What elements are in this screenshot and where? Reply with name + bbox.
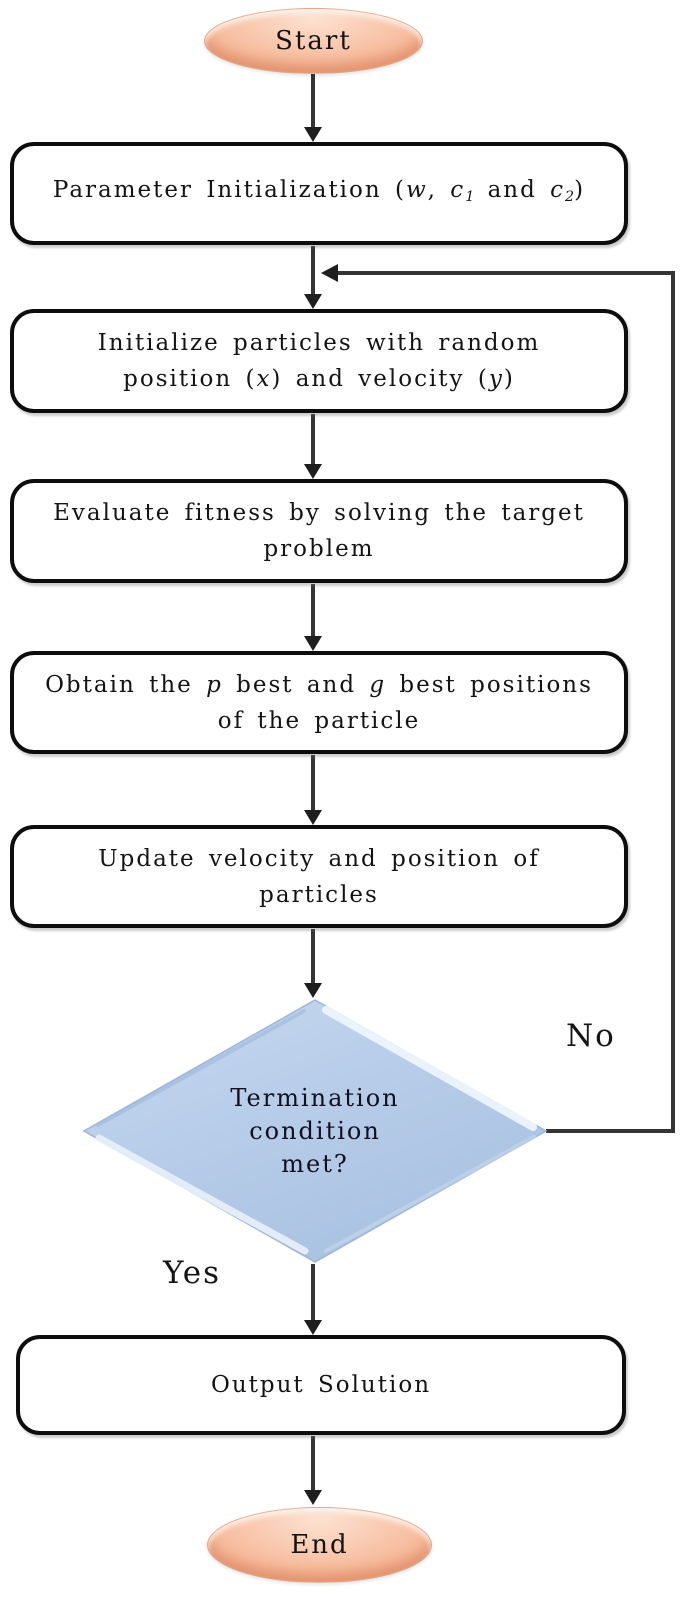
node-evaluate-fitness: Evaluate fitness by solving the target p…: [10, 479, 628, 583]
label-fragment: ): [574, 177, 586, 203]
node-obtain-best-line2: of the particle: [217, 707, 421, 734]
arrowhead-output: [304, 1320, 322, 1335]
node-start-label: Start: [275, 26, 352, 56]
node-end-label: End: [290, 1530, 349, 1560]
arrowhead-param-init: [304, 127, 322, 142]
decision-diamond-shape: [82, 999, 548, 1263]
label-fragment: position (: [123, 366, 257, 392]
node-evaluate-fitness-line2: problem: [263, 536, 375, 562]
label-fragment: ,: [427, 177, 451, 203]
arrowhead-loopback-left: [321, 264, 338, 282]
node-initialize-particles-line2: position (x) and velocity (y): [14, 361, 624, 397]
node-obtain-best-positions: Obtain the p best and g best positions o…: [10, 651, 628, 754]
diamond-bevel-top-right: [322, 1006, 537, 1131]
node-evaluate-fitness-line1: Evaluate fitness by solving the target: [53, 500, 585, 526]
node-initialize-particles-line1: Initialize particles with random: [97, 330, 541, 356]
diamond-bevel-bottom-left: [95, 1134, 309, 1255]
label-fragment-c1: c: [450, 177, 466, 203]
node-termination-decision-label: Termination condition met?: [82, 998, 548, 1264]
edge-label-no: No: [566, 1018, 616, 1054]
node-initialize-particles: Initialize particles with random positio…: [10, 309, 628, 413]
decision-line2: condition: [249, 1116, 381, 1145]
label-fragment-g: g: [369, 671, 387, 698]
diamond-bevel-top-left: [96, 1009, 306, 1127]
label-fragment-p: p: [206, 671, 223, 698]
node-update-velocity-line2: particles: [259, 881, 379, 908]
decision-line1: Termination: [230, 1083, 400, 1112]
arrowhead-init-particles: [304, 294, 322, 309]
node-update-velocity-line1: Update velocity and position of: [98, 845, 540, 872]
node-start: Start: [204, 8, 423, 74]
node-parameter-initialization: Parameter Initialization (w, c1 and c2): [10, 142, 628, 245]
label-fragment-y: y: [488, 366, 504, 392]
node-obtain-best-line1: Obtain the p best and g best positions: [14, 667, 624, 703]
arrowhead-update: [304, 810, 322, 825]
node-update-velocity: Update velocity and position of particle…: [10, 825, 628, 928]
edge-label-yes: Yes: [163, 1255, 222, 1291]
node-output-solution-label: Output Solution: [210, 1372, 432, 1398]
label-fragment-x: x: [256, 366, 272, 392]
label-fragment: ): [503, 366, 515, 392]
label-fragment: best positions: [386, 671, 593, 698]
arrowhead-obtain-best: [304, 636, 322, 651]
label-fragment-sub2: 2: [565, 188, 575, 205]
arrowhead-end: [304, 1490, 322, 1505]
label-fragment-sub1: 1: [465, 188, 475, 205]
label-fragment: Obtain the: [45, 671, 207, 698]
label-fragment: and: [474, 177, 551, 203]
label-fragment: best and: [222, 671, 370, 698]
label-fragment-c2: c: [550, 177, 566, 203]
arrowhead-evaluate: [304, 464, 322, 479]
node-parameter-initialization-label: Parameter Initialization (w, c1 and c2): [14, 172, 624, 215]
label-fragment: ) and velocity (: [271, 366, 489, 392]
node-end: End: [207, 1507, 432, 1583]
node-termination-decision: Termination condition met?: [82, 998, 548, 1264]
node-output-solution: Output Solution: [16, 1335, 626, 1435]
label-fragment-w: w: [405, 177, 428, 203]
decision-line3: met?: [281, 1149, 349, 1178]
label-fragment: Parameter Initialization (: [52, 177, 406, 203]
arrowhead-decision: [304, 983, 322, 998]
diamond-bevel-bottom-right: [324, 1135, 536, 1253]
